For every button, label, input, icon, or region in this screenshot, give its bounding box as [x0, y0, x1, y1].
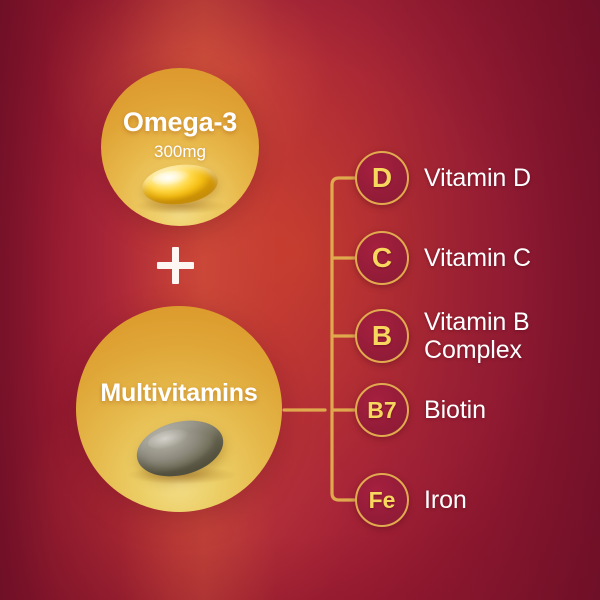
- nutrient-label-b7: Biotin: [424, 396, 486, 424]
- connector-branch-fe: [330, 491, 364, 502]
- nutrient-row-b[interactable]: B Vitamin B Complex: [355, 307, 530, 365]
- nutrient-label-b: Vitamin B Complex: [424, 308, 530, 364]
- nutrient-label-d: Vitamin D: [424, 164, 532, 192]
- product-circle-omega3: Omega-3 300mg: [101, 68, 259, 226]
- product-title-omega3: Omega-3: [122, 107, 238, 137]
- nutrient-code-fe: Fe: [368, 486, 396, 513]
- nutrient-row-c[interactable]: C Vitamin C: [355, 229, 531, 287]
- nutrient-row-fe[interactable]: Fe Iron: [355, 471, 467, 529]
- nutrient-code-b: B: [371, 320, 393, 351]
- tablet-highlight: [146, 425, 192, 453]
- nutrient-badge-b7: B7: [355, 383, 409, 437]
- nutrient-code-b7: B7: [367, 396, 397, 423]
- nutrient-badge-d: D: [355, 151, 409, 205]
- nutrient-code-d: D: [371, 162, 393, 193]
- softgel-highlight: [151, 169, 192, 188]
- product-circle-multivitamins: Multivitamins: [76, 306, 282, 512]
- plus-icon: [157, 247, 194, 284]
- product-dose-omega3: 300mg: [154, 142, 206, 161]
- nutrient-label-c: Vitamin C: [424, 244, 532, 272]
- nutrient-label-fe: Iron: [424, 486, 467, 514]
- nutrient-badge-fe: Fe: [355, 473, 409, 527]
- connector-branch-d: [330, 176, 364, 187]
- nutrient-list: D Vitamin D C Vitamin C B Vitamin B Comp…: [355, 0, 600, 600]
- nutrient-row-b7[interactable]: B7 Biotin: [355, 381, 486, 439]
- product-title-multivitamins: Multivitamins: [100, 379, 258, 407]
- nutrient-badge-c: C: [355, 231, 409, 285]
- nutrient-row-d[interactable]: D Vitamin D: [355, 149, 531, 207]
- nutrient-code-c: C: [371, 242, 393, 273]
- nutrient-badge-b: B: [355, 309, 409, 363]
